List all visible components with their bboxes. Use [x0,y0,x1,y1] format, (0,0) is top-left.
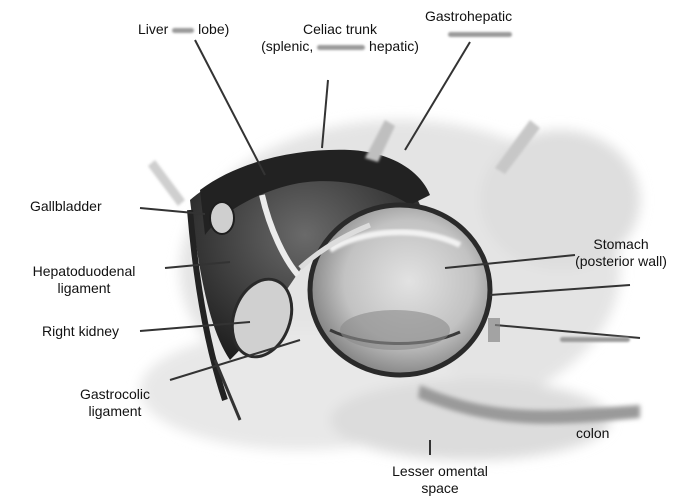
label-stomach-2: (posterior wall) [560,253,682,270]
label-liver-lobe-left: Liver [138,21,168,37]
label-celiac-branches: (splenic, hepatic) [240,38,440,55]
label-gastrocolic-ligament: Gastrocolic ligament [55,386,175,420]
obscured-text [172,28,194,33]
label-liver-lobe: Liver lobe) [138,21,229,38]
label-lesser-omental-space: Lesser omental space [380,463,500,497]
stomach-shadow [340,310,450,350]
label-gastrohepatic-text: Gastrohepatic [425,8,512,25]
label-liver-lobe-right: lobe) [198,21,229,37]
label-celiac-right: hepatic) [369,38,419,54]
obscured-text [448,32,512,37]
label-stomach: Stomach (posterior wall) [560,236,682,270]
label-colon: colon [576,425,609,442]
label-lesser-omental-1: Lesser omental [380,463,500,480]
label-lesser-omental-2: space [380,480,500,497]
marker-box [488,318,500,342]
leader-liver [195,40,265,175]
label-stomach-1: Stomach [560,236,682,253]
obscured-text [560,337,630,342]
obscured-text [317,45,365,50]
label-celiac-title: Celiac trunk [240,21,440,38]
label-gastrohepatic-obscured [425,25,512,42]
label-celiac-trunk: Celiac trunk (splenic, hepatic) [240,21,440,55]
label-obscured-right [560,330,630,347]
label-hepatoduodenal-ligament: Hepatoduodenal ligament [4,263,164,297]
label-gastrohepatic: Gastrohepatic [425,8,512,42]
gallbladder-shape [210,202,234,234]
label-celiac-left: (splenic, [261,38,313,54]
label-gastrocolic-1: Gastrocolic [55,386,175,403]
label-hepatoduodenal-1: Hepatoduodenal [4,263,164,280]
retractor-left [148,160,185,206]
label-right-kidney: Right kidney [42,323,119,340]
label-gastrocolic-2: ligament [55,403,175,420]
label-hepatoduodenal-2: ligament [4,280,164,297]
label-gallbladder: Gallbladder [30,198,102,215]
